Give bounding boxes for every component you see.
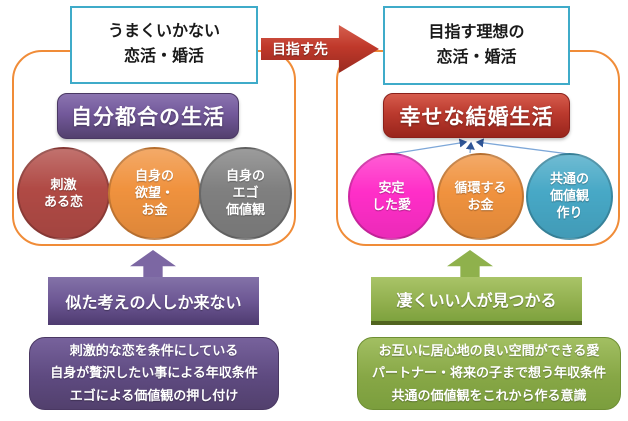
left-callout-box: 似た考えの人しか来ない — [48, 277, 259, 325]
circle-label-line: 欲望・ — [134, 185, 174, 201]
circle-label-line: 価値観 — [225, 201, 265, 217]
left-title-box: うまくいかない 恋活・婚活 — [70, 6, 258, 84]
left-up-arrow-icon — [130, 250, 176, 278]
right-detail-line-3: 共通の価値観をこれから作る意識 — [391, 387, 587, 403]
right-circle-shared-values: 共通の 価値観 作り — [526, 153, 613, 240]
circle-label-line: エゴ — [232, 185, 259, 201]
circle-label-line: 自身の — [225, 168, 265, 184]
left-title-line-2: 恋活・婚活 — [123, 48, 204, 65]
circle-to-headline-connector-arrows-icon — [390, 138, 570, 155]
right-title-line-1: 目指す理想の — [428, 23, 525, 41]
left-circle-own-desire-money: 自身の 欲望・ お金 — [108, 147, 201, 240]
circle-label-line: した愛 — [371, 196, 411, 212]
left-detail-line-1: 刺激的な恋を条件にしている — [69, 343, 239, 359]
circle-label-line: 作り — [556, 204, 583, 220]
left-title-line-1: うまくいかない — [107, 23, 220, 41]
right-title-box: 目指す理想の 恋活・婚活 — [383, 6, 570, 85]
flow-arrow-label: 目指す先 — [271, 41, 328, 57]
right-detail-line-1: お互いに居心地の良い空間ができる愛 — [378, 343, 600, 359]
right-detail-line-2: パートナー・将来の子まで想う年収条件 — [371, 365, 606, 381]
right-title-line-2: 恋活・婚活 — [436, 48, 517, 66]
left-details-box: 刺激的な恋を条件にしている 自身が贅沢したい事による年収条件 エゴによる価値観の… — [29, 337, 279, 410]
circle-label-line: ある恋 — [43, 193, 83, 209]
left-headline: 自分都合の生活 — [57, 93, 239, 139]
left-circle-own-ego-values: 自身の エゴ 価値観 — [199, 147, 292, 240]
left-detail-line-3: エゴによる価値観の押し付け — [69, 387, 239, 403]
right-details-box: お互いに居心地の良い空間ができる愛 パートナー・将来の子まで想う年収条件 共通の… — [357, 337, 621, 410]
left-circle-stimulating-love: 刺激 ある恋 — [17, 147, 110, 240]
right-headline: 幸せな結婚生活 — [383, 93, 570, 138]
circle-label-line: 刺激 — [50, 176, 77, 192]
right-callout-box: 凄くいい人が見つかる — [371, 277, 582, 325]
left-detail-line-2: 自身が贅沢したい事による年収条件 — [50, 365, 258, 381]
circle-label-line: 共通の — [549, 171, 589, 187]
circle-label-line: 価値観 — [549, 188, 589, 204]
circle-label-line: 自身の — [134, 168, 174, 184]
circle-label-line: お金 — [467, 196, 494, 212]
right-circle-circulating-money: 循環する お金 — [437, 153, 524, 240]
right-circle-stable-love: 安定 した愛 — [348, 153, 435, 240]
circle-label-line: 循環する — [454, 179, 507, 195]
circle-label-line: お金 — [141, 201, 168, 217]
circle-label-line: 安定 — [378, 179, 405, 195]
right-up-arrow-icon — [447, 250, 493, 278]
